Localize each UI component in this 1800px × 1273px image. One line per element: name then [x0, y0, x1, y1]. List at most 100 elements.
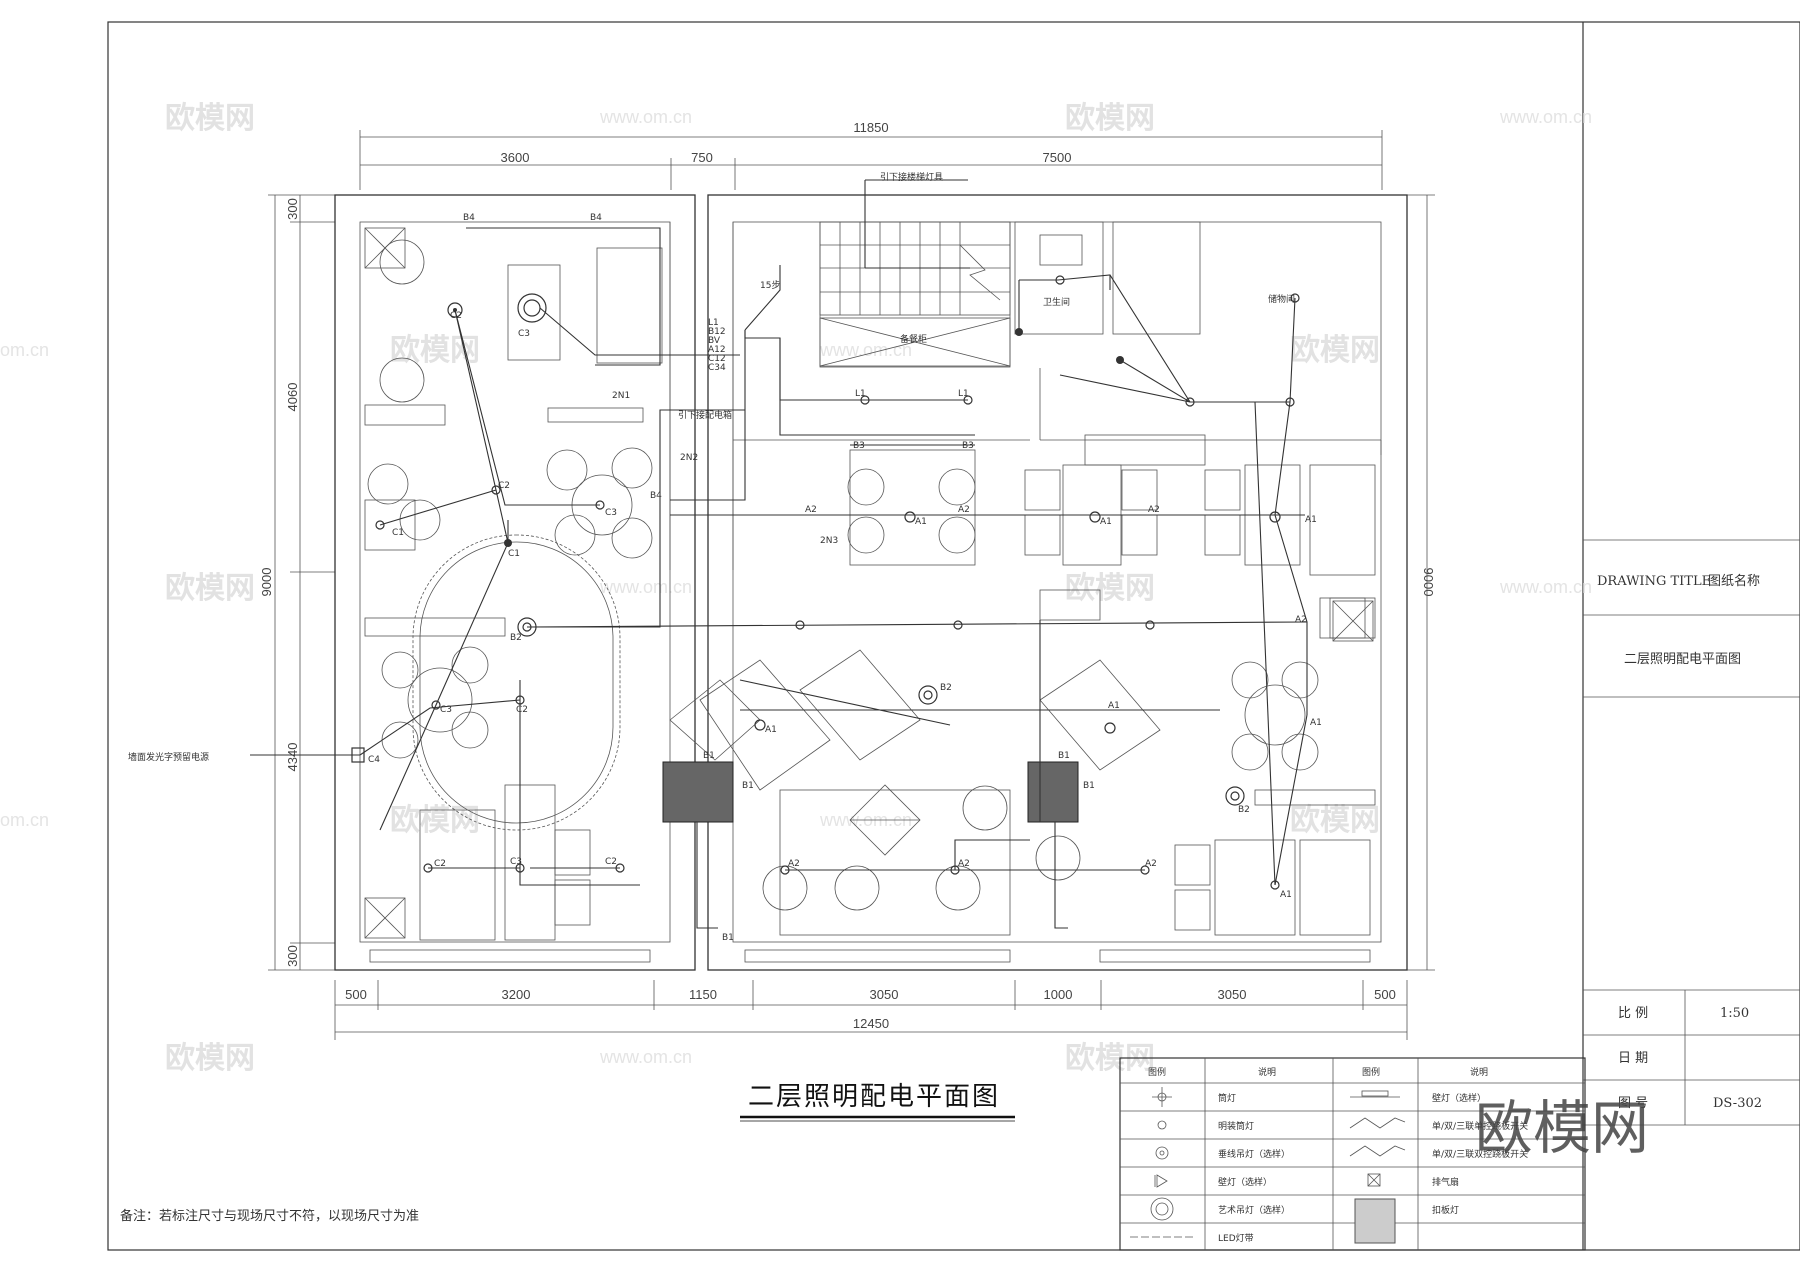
legend-item: LED灯带 [1218, 1233, 1254, 1244]
legend-item: 筒灯 [1218, 1092, 1236, 1104]
exhaust-fan-icon [1367, 1173, 1381, 1187]
circuit-label: L1 [708, 318, 719, 328]
surface-downlight-icon [1157, 1120, 1167, 1130]
date-label: 日 期 [1618, 1051, 1648, 1066]
label-wall-sign-power: 墙面发光字预留电源 [128, 751, 209, 763]
ceiling-panel-icon [1354, 1198, 1396, 1244]
drawing-no-value: DS-302 [1713, 1096, 1762, 1111]
fixture-tag: A1 [1280, 890, 1292, 900]
watermark-url: www.om.cn [1499, 577, 1592, 597]
plan-title: 二层照明配电平面图 [748, 1082, 1000, 1112]
dimensions-bottom: 500 3200 1150 3050 1000 3050 500 12450 [334, 980, 1408, 1040]
fixture-tag: A2 [958, 859, 970, 869]
watermark-brand: 欧模网 [1065, 101, 1155, 136]
fixture-tag: A1 [1108, 701, 1120, 711]
fixture-tag: C4 [368, 755, 380, 765]
drawing-title-label-cn: 图纸名称 [1708, 573, 1760, 589]
dimensions-top: 11850 3600 750 7500 [359, 120, 1383, 190]
legend-item: 排气扇 [1432, 1176, 1459, 1188]
legend-item: 艺术吊灯（选样） [1218, 1204, 1290, 1216]
legend-item: 壁灯（选样） [1432, 1092, 1486, 1104]
fixture-tag: A2 [1295, 615, 1307, 625]
dimensions-right: 9000 [1407, 194, 1436, 971]
title-block: DRAWING TITLE 图纸名称 二层照明配电平面图 比 例 1:50 日 … [1583, 539, 1800, 1126]
dimensions-left: 300 4060 9000 4340 300 [259, 194, 335, 971]
legend-item: 扣板灯 [1432, 1204, 1459, 1216]
dim-left-3: 4340 [285, 743, 300, 772]
fixture-tag: A2 [958, 505, 970, 515]
legend-item: 单/双/三联双控跷板开关 [1432, 1148, 1528, 1160]
dim-bottom-4: 3050 [870, 987, 899, 1002]
dim-top-2: 750 [691, 150, 713, 165]
dim-right-total: 9000 [1421, 568, 1436, 597]
fixture-tag: B1 [722, 933, 734, 943]
label-stair-light: 引下接楼梯灯具 [880, 171, 943, 183]
fixture-tag: A1 [1310, 718, 1322, 728]
dim-left-1: 300 [285, 198, 300, 220]
watermark-url: www.om.cn [599, 1047, 692, 1067]
legend-header: 说明 [1470, 1066, 1488, 1078]
fixture-tag: C3 [510, 857, 522, 867]
legend-item: 垂线吊灯（选样） [1218, 1148, 1290, 1160]
fixture-tag: C3 [518, 329, 530, 339]
dim-bottom-total: 12450 [853, 1016, 889, 1031]
walls [334, 194, 1408, 971]
fixture-tag: B1 [1058, 751, 1070, 761]
fixture-tag: B1 [1083, 781, 1095, 791]
double-switch-icon [1349, 1145, 1406, 1157]
label-panel: 引下接配电箱 [678, 409, 732, 421]
label-storage: 储物间 [1268, 293, 1295, 305]
pendant-light-icon [1155, 1146, 1169, 1160]
fixture-tag: A1 [765, 725, 777, 735]
wiring [250, 179, 1308, 929]
fixture-tag: C3 [440, 705, 452, 715]
watermark-url: om.cn [0, 810, 49, 830]
circuit-label: B12 [708, 327, 726, 337]
watermark-brand: 欧模网 [165, 1041, 255, 1076]
circuit-label: A12 [708, 345, 726, 355]
fixture-tag: A2 [1148, 505, 1160, 515]
legend-table: 图例 说明 图例 说明 筒灯 壁灯（选样） 明装筒灯 单/双/三联单控跷板开关 … [1119, 1057, 1586, 1251]
circuit-2n3: 2N3 [820, 536, 838, 546]
panel-lights [662, 761, 1079, 823]
dim-bottom-7: 500 [1374, 987, 1396, 1002]
watermark-brand: 欧模网 [165, 101, 255, 136]
legend-item: 明装筒灯 [1218, 1120, 1254, 1132]
fixture-tag: A2 [805, 505, 817, 515]
watermark-url: www.om.cn [1499, 107, 1592, 127]
fixture-tag: C2 [516, 705, 528, 715]
label-stair-step: 15步 [760, 280, 780, 291]
furniture [364, 239, 1376, 941]
exhaust-fans [364, 227, 1374, 939]
watermark-layer: 欧模网 www.om.cn 欧模网 www.om.cn om.cn 欧模网 ww… [0, 101, 1592, 1076]
watermark-brand: 欧模网 [1065, 571, 1155, 606]
fixture-tag: A2 [788, 859, 800, 869]
dim-bottom-1: 500 [345, 987, 367, 1002]
dim-bottom-6: 3050 [1218, 987, 1247, 1002]
dim-top-1: 3600 [501, 150, 530, 165]
fixture-tag: C2 [434, 859, 446, 869]
single-switch-icon [1349, 1117, 1406, 1129]
plan-labels: 引下接楼梯灯具 卫生间 储物间 备餐柜 引下接配电箱 墙面发光字预留电源 15步… [128, 171, 1322, 943]
fixture-tag: C1 [508, 549, 520, 559]
fixture-tag: C2 [605, 857, 617, 867]
fixture-tag: B2 [510, 633, 522, 643]
scale-label: 比 例 [1618, 1006, 1648, 1021]
sheet-border [107, 21, 1800, 1251]
fixture-tag: A1 [915, 517, 927, 527]
fixture-tag: A2 [1145, 859, 1157, 869]
label-sideboard: 备餐柜 [900, 333, 927, 345]
watermark-brand: 欧模网 [390, 803, 480, 838]
fixture-tag: C1 [392, 528, 404, 538]
fixture-tag: B4 [463, 213, 475, 223]
fixture-tag: B1 [742, 781, 754, 791]
drawing-name: 二层照明配电平面图 [1624, 652, 1741, 667]
legend-header: 说明 [1258, 1066, 1276, 1078]
fixture-tag: C2 [498, 481, 510, 491]
fixture-tag: B2 [940, 683, 952, 693]
fixture-tag: L1 [958, 389, 969, 399]
drawing-no-label: 图 号 [1618, 1096, 1648, 1111]
fixture-tag: B4 [650, 491, 662, 501]
circuit-2n2: 2N2 [680, 453, 698, 463]
legend-item: 壁灯（选样） [1218, 1176, 1272, 1188]
